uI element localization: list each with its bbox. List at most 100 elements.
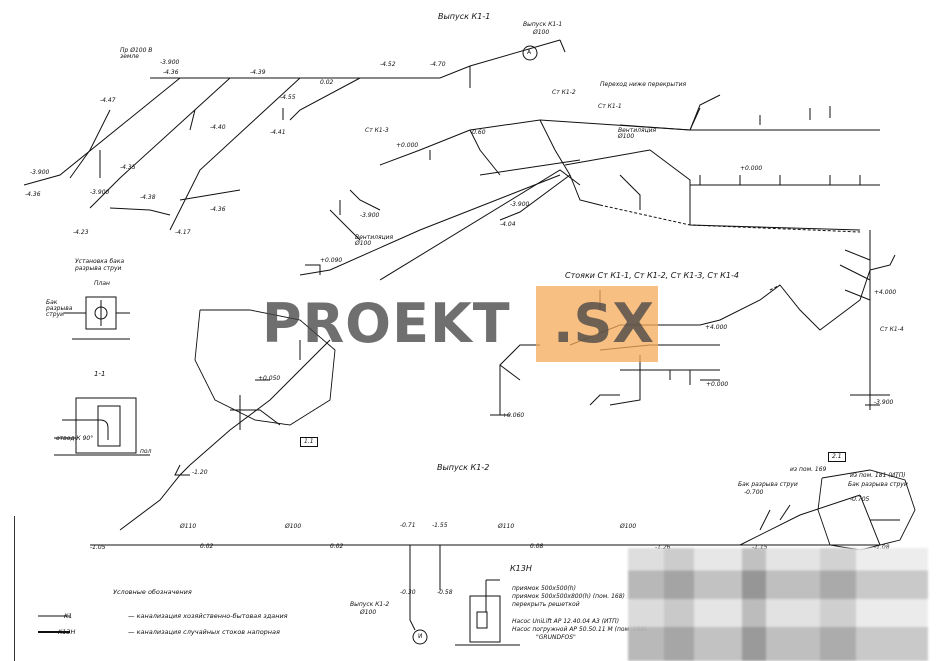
elevation-tag: +0.090: [320, 257, 343, 264]
network-k1-1: [23, 39, 880, 281]
legend-text-k1: — канализация хозяйственно-бытовая здани…: [128, 612, 288, 620]
elevation-tag: -1.26: [655, 545, 671, 551]
elevation-tag: +0.000: [706, 381, 729, 388]
pipe-tag: 0.08: [530, 543, 544, 550]
title-plan: План: [94, 280, 110, 287]
title-vypusk-k1-1: Выпуск К1-1: [438, 12, 491, 21]
elevation-tag: -4.47: [100, 97, 116, 104]
label-vypusk-k12-dn: Ø100: [360, 609, 377, 616]
elevation-tag: -4.55: [280, 94, 296, 101]
elevation-tag: -4.39: [250, 69, 266, 76]
elevation-tag: +0.050: [258, 375, 281, 382]
elevation-tag: -3.900: [90, 189, 110, 196]
label-ventilation-2: Вентиляция Ø100: [355, 234, 394, 247]
pipe-tag: 0.02: [330, 543, 344, 550]
label-vypusk-k12-ref: Выпуск К1-2: [350, 601, 390, 608]
elevation-tag: +0.000: [740, 165, 763, 172]
elevation-tag: -4.36: [163, 69, 179, 76]
elevation-tag: +4.000: [705, 324, 728, 331]
marker-a: A: [527, 49, 532, 56]
elevation-tag: +0.000: [396, 142, 419, 149]
title-section-1-1: 1-1: [94, 370, 106, 378]
elevation-tag: +0.060: [502, 412, 525, 419]
elevation-tag: -1.55: [432, 522, 448, 529]
legend-lines: [38, 615, 70, 633]
elevation-tag: -4.04: [500, 221, 516, 228]
label-stk13: Ст К1-3: [365, 127, 389, 134]
elevation-tag: -4.36: [25, 191, 41, 198]
blurred-title-block: [628, 548, 928, 661]
watermark-text: PROEKT: [262, 292, 511, 355]
elevation-tag: -0.30: [400, 589, 416, 596]
label-otvod: отвод К 90°: [56, 435, 94, 442]
label-vypusk-dn: Ø100: [533, 29, 550, 36]
pipe-tag: Ø100: [285, 523, 302, 530]
title-block-strip: [0, 516, 15, 661]
label-tr-2: из пом. 181 (ИТП): [850, 472, 906, 479]
elevation-tag: -3.900: [360, 212, 380, 219]
legend-code-k13h: K13H: [58, 628, 76, 636]
network-k1-2: [90, 309, 916, 645]
watermark-text-suffix: .SX: [553, 292, 655, 355]
label-bak-razryva-2: Бак разрыва струи: [848, 481, 908, 488]
elevation-tag: -3.900: [30, 169, 50, 176]
pipe-tag: Ø110: [180, 523, 197, 530]
label-perekryt: перекрыть решеткой: [512, 601, 580, 608]
pump-pit: [455, 579, 520, 646]
marker-i: И: [418, 633, 423, 640]
elevation-tag: -4.70: [430, 61, 446, 68]
elevation-tag: +4.000: [874, 289, 897, 296]
label-pr-v-zemle: Пр Ø100 В земле: [120, 47, 153, 60]
label-tr-1: из пом. 169: [790, 466, 827, 473]
label-stk12: Ст К1-2: [552, 89, 576, 96]
legend-text-k13h: — канализация случайных стоков напорная: [128, 628, 280, 636]
legend-title: Условные обозначения: [113, 588, 192, 596]
elevation-tag: -1.05: [90, 544, 106, 551]
elevation-tag: -4.41: [270, 129, 286, 136]
elevation-tag: -3.900: [874, 399, 894, 406]
elevation-tag: -4.35: [120, 164, 136, 171]
title-stoyaki: Стояки Ст К1-1, Ст К1-2, Ст К1-3, Ст К1-…: [565, 271, 739, 280]
label-vypusk-ref: Выпуск К1-1: [523, 21, 563, 28]
elevation-tag: -4.23: [73, 229, 89, 236]
elevation-tag: -4.38: [140, 194, 156, 201]
callout-2-1: 2.1: [828, 452, 846, 462]
tank-detail: [54, 296, 150, 456]
label-bak-razryva-1: Бак разрыва струи: [738, 481, 798, 488]
label-priyamok-2: приямок 500х500х800(h) (пом. 168): [512, 593, 625, 600]
elevation-tag: -1.15: [752, 545, 768, 551]
elevation-tag: -0.700: [744, 489, 764, 496]
elevation-tag: -4.17: [175, 229, 191, 236]
pipe-tag: Ø100: [620, 523, 637, 530]
label-pumps-1: Насос UniLift AP 12.40.04 A3 (ИТП): [512, 618, 620, 625]
elevation-tag: -4.52: [380, 61, 396, 68]
elevation-tag: -1.08: [874, 545, 890, 551]
label-ventilation: Вентиляция Ø100: [618, 127, 657, 140]
elevation-tag: -0.58: [437, 589, 453, 596]
label-stk11: Ст К1-1: [598, 103, 622, 110]
elevation-tag: -0.71: [400, 522, 416, 529]
elevation-tag: -3.900: [510, 201, 530, 208]
elevation-tag: -4.40: [210, 124, 226, 131]
label-pumps-2: Насос погружной AP 50.50.11 M (пом. 168): [512, 626, 647, 633]
title-vypusk-k1-2: Выпуск К1-2: [437, 463, 490, 472]
label-pol: пол: [140, 448, 152, 455]
pipe-tag: Ø110: [498, 523, 515, 530]
label-pumps-3: "GRUNDFOS": [536, 634, 576, 641]
label-priyamok-1: приямок 500х500(h): [512, 585, 576, 592]
label-stk14: Ст К1-4: [880, 326, 904, 333]
legend-code-k1: K1: [64, 612, 73, 620]
pipe-tag: 0.02: [200, 543, 214, 550]
elevation-tag: -0.705: [850, 496, 870, 503]
title-k13h: К13Н: [510, 564, 532, 573]
watermark-box: [536, 286, 658, 362]
title-ustanovka: Установка бака разрыва струи: [75, 258, 125, 272]
elevation-tag: -1.20: [192, 469, 208, 476]
label-bak-razryva: Бак разрыва струи: [46, 299, 73, 318]
elevation-tag: -0.60: [470, 129, 486, 136]
callout-1-1: 1.1: [300, 437, 318, 447]
pipe-tag: 0.02: [320, 79, 334, 86]
label-perekhod: Переход ниже перекрытия: [600, 81, 687, 88]
